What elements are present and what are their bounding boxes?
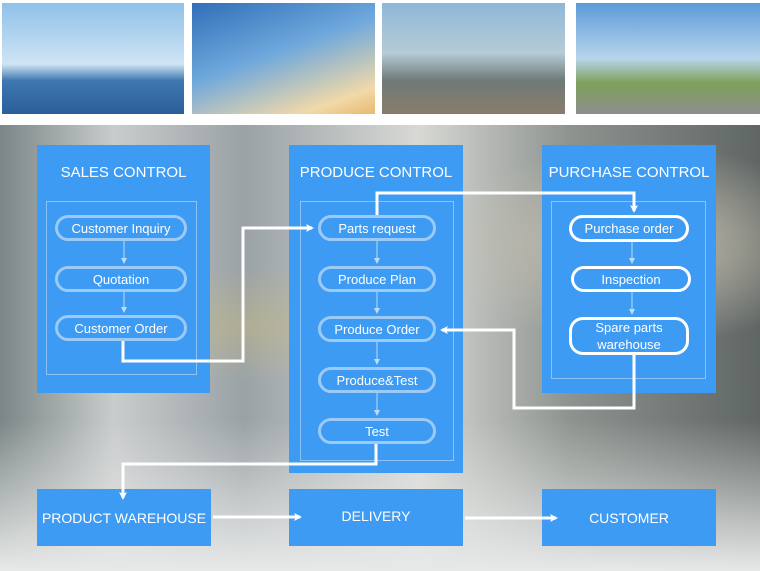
step-produce-order: Produce Order bbox=[318, 316, 436, 342]
step-inspection: Inspection bbox=[571, 266, 691, 292]
produce-title: PRODUCE CONTROL bbox=[299, 164, 453, 181]
step-customer-inquiry: Customer Inquiry bbox=[55, 215, 187, 241]
produce-to-purchase-arrow bbox=[375, 191, 638, 215]
test-to-warehouse-arrow bbox=[119, 444, 378, 500]
sales-to-produce-arrow bbox=[121, 224, 314, 363]
step-spare-parts-warehouse: Spare parts warehouse bbox=[569, 317, 689, 355]
step-customer-order: Customer Order bbox=[55, 315, 187, 341]
truck-photo bbox=[576, 3, 760, 114]
step-purchase-order: Purchase order bbox=[569, 215, 689, 242]
sales-frame bbox=[46, 201, 197, 375]
step-parts-request: Parts request bbox=[318, 215, 436, 241]
sales-title: SALES CONTROL bbox=[60, 164, 187, 181]
cargo-ship-photo bbox=[2, 3, 184, 114]
purchase-frame bbox=[551, 201, 706, 379]
step-produce-plan: Produce Plan bbox=[318, 266, 436, 292]
delivery-box: DELIVERY bbox=[289, 489, 463, 546]
step-quotation: Quotation bbox=[55, 266, 187, 292]
step-produce-test: Produce&Test bbox=[318, 367, 436, 393]
airplane-photo bbox=[192, 3, 375, 114]
train-photo bbox=[382, 3, 565, 114]
customer-box: CUSTOMER bbox=[542, 489, 716, 546]
inner-arrows bbox=[121, 241, 635, 416]
purchase-title: PURCHASE CONTROL bbox=[548, 164, 710, 181]
step-test: Test bbox=[318, 418, 436, 444]
spare-parts-to-produce-order-arrow bbox=[440, 326, 636, 410]
